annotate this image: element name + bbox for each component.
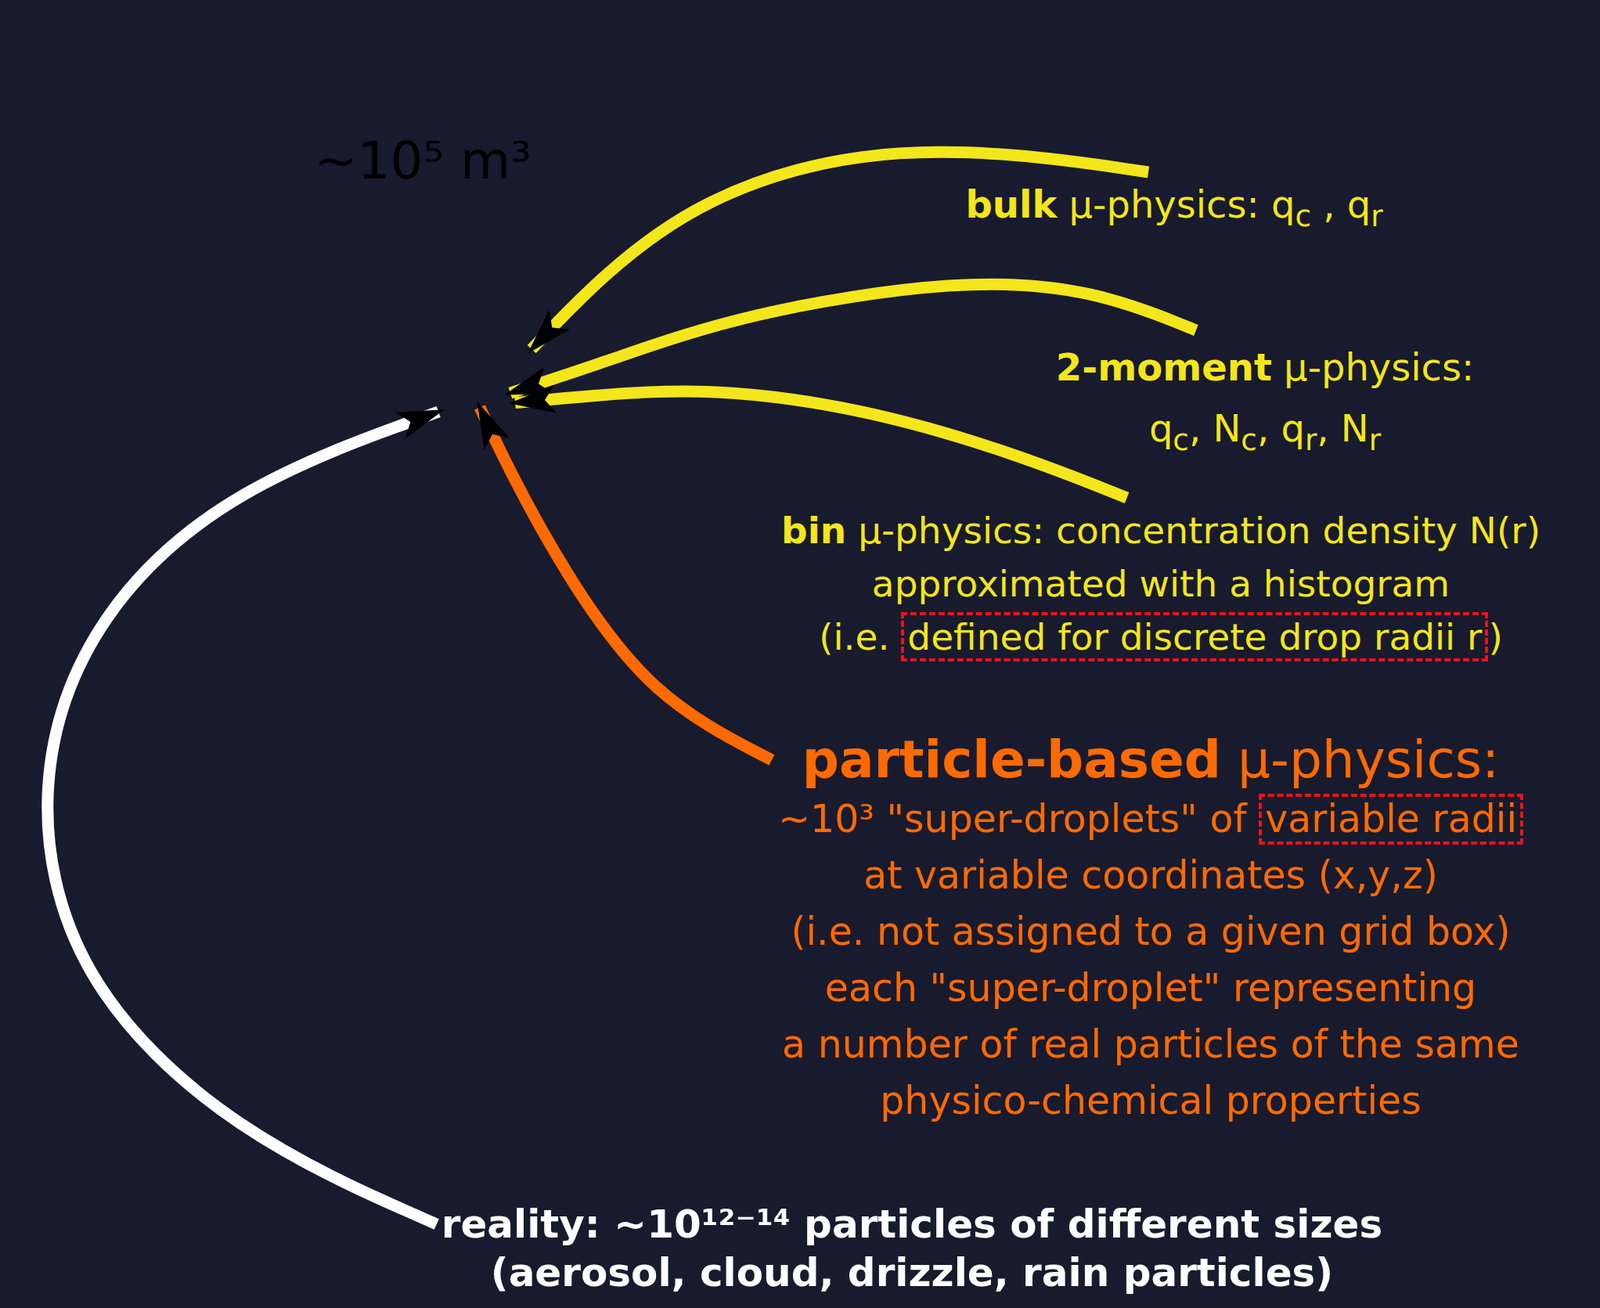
text-run: approximated with a histogram (872, 562, 1450, 606)
curved-arrow (479, 407, 772, 761)
text-run: physico-chemical properties (879, 1078, 1422, 1124)
text-run: (aerosol, cloud, drizzle, rain particles… (490, 1250, 1334, 1296)
subscript: c (1240, 422, 1258, 458)
dimension-line (436, 288, 447, 475)
cube-top-face (245, 64, 600, 293)
text-run: bulk (965, 182, 1057, 227)
text-block: bin μ-physics: concentration density N(r… (774, 497, 1547, 671)
text-run: (i.e. not assigned to a given grid box) (790, 909, 1510, 955)
block-text: 2-moment μ-physics: qc, Nc, qr, Nr (1055, 336, 1474, 471)
text-run: , N (1316, 406, 1369, 451)
curved-arrow (531, 151, 1149, 350)
text-block: particle-based μ-physics:~10³ "super-dro… (771, 722, 1530, 1136)
block-body: ~10³ "super-droplets" of variable radii … (778, 791, 1524, 1130)
handle-highlight (454, 655, 561, 1057)
text-run: each "super-droplet" representing (825, 965, 1477, 1011)
text-run: , N (1189, 406, 1241, 451)
text-run: μ-physics: q (1056, 182, 1295, 227)
highlight-box: variable radii (1258, 793, 1524, 845)
block-text: particle-based μ-physics: (778, 728, 1524, 792)
text-block: bulk μ-physics: qc , qr (958, 172, 1389, 249)
cube-front-face (245, 201, 475, 492)
subscript: r (1369, 422, 1381, 458)
text-run: q (1149, 406, 1173, 451)
text-run: (i.e. (818, 615, 901, 659)
text-block: 2-moment μ-physics: qc, Nc, qr, Nr (1049, 330, 1481, 477)
magnifier-handle (363, 488, 705, 1122)
text-block: reality: ~10¹²⁻¹⁴ particles of different… (436, 1195, 1388, 1302)
subscript: c (1172, 422, 1190, 458)
text-run: μ-physics: (1221, 729, 1500, 790)
text-run: ) (1488, 615, 1503, 659)
text-run: ~10⁵ m³ (313, 130, 531, 191)
dimension-line (270, 186, 450, 281)
text-run: a number of real particles of the same (781, 1022, 1520, 1067)
curved-arrow (47, 411, 439, 1225)
text-run: at variable coordinates (x,y,z) (863, 853, 1438, 898)
magnifier-rim (178, 35, 680, 537)
text-run: μ-physics: concentration density N(r) (846, 508, 1541, 552)
highlight-box: defined for discrete drop radii r (900, 612, 1489, 662)
text-run: bin (781, 508, 847, 552)
subscript: c (1294, 198, 1312, 234)
text-run: , q (1311, 182, 1371, 227)
text-run: 2-moment (1055, 345, 1273, 390)
block-text: bulk μ-physics: qc , qr (965, 178, 1383, 243)
text-run: μ-physics: (1272, 345, 1474, 390)
volume-label: ~10⁵ m³ (234, 133, 611, 189)
text-run: particle-based (802, 729, 1222, 790)
subscript: r (1370, 198, 1383, 234)
text-run: reality: ~10¹²⁻¹⁴ particles of different… (441, 1201, 1383, 1247)
text-run: , q (1257, 406, 1305, 451)
grid-box-cube: ~10⁵ m³ (234, 54, 611, 501)
block-text: bin μ-physics: concentration density N(r… (781, 504, 1541, 664)
block-text: reality: ~10¹²⁻¹⁴ particles of different… (441, 1200, 1383, 1298)
text-run: ~10³ "super-droplets" of (778, 796, 1259, 842)
subscript: r (1304, 422, 1317, 458)
cube-drawing (234, 54, 611, 501)
curved-arrow (515, 391, 1128, 498)
